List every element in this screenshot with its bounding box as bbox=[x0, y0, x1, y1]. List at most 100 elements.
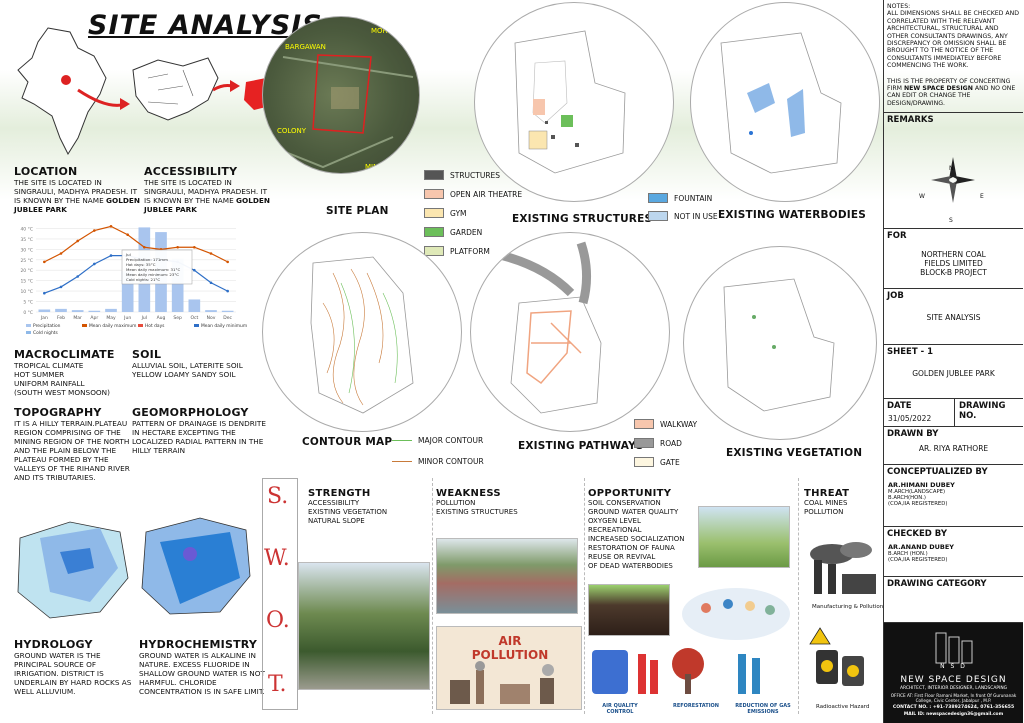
contour-map bbox=[262, 232, 462, 432]
environment-illustration bbox=[592, 648, 760, 694]
legend-item: OPEN AIR THEATRE bbox=[424, 189, 522, 199]
tooltip-line: Precipitation: 171mm bbox=[126, 257, 168, 262]
threat-item: COAL MINES bbox=[804, 499, 848, 507]
opportunity-item: REUSE OR REVIVAL bbox=[588, 553, 656, 561]
topography-text: IT IS A HILLY TERRAIN.PLATEAU REGION COM… bbox=[14, 419, 130, 482]
soil-line: YELLOW LOAMY SANDY SOIL bbox=[132, 370, 236, 379]
x-tick-label: Sep bbox=[173, 315, 182, 321]
weakness-heading: WEAKNESS bbox=[436, 488, 501, 499]
recreation-photo bbox=[698, 506, 790, 568]
legend-item: MINOR CONTOUR bbox=[392, 457, 484, 466]
legend-item: GATE bbox=[634, 457, 680, 467]
drawn-by-box: DRAWN BY AR. RIYA RATHORE bbox=[884, 426, 1023, 464]
precip-bar bbox=[71, 310, 84, 312]
hydro-maps bbox=[17, 517, 251, 619]
temperature-point bbox=[226, 260, 229, 264]
swot-divider bbox=[584, 478, 585, 714]
legend-item: MAJOR CONTOUR bbox=[392, 436, 483, 445]
job-heading: JOB bbox=[887, 291, 904, 301]
x-tick-label: Nov bbox=[207, 315, 216, 321]
radioactive-icon bbox=[809, 627, 864, 686]
garden-structure bbox=[561, 115, 573, 127]
climate-chart: 0 °C5 °C10 °C15 °C20 °C25 °C30 °C35 °C40… bbox=[20, 225, 247, 336]
existing-waterbodies-map bbox=[690, 2, 880, 202]
x-tick-label: Jun bbox=[123, 315, 131, 321]
place-label: MINES bbox=[365, 163, 388, 171]
macroclimate-line: (SOUTH WEST MONSOON) bbox=[14, 388, 110, 397]
precip-bar bbox=[171, 258, 184, 312]
legend-item: STRUCTURES bbox=[424, 170, 500, 180]
strength-heading: STRENGTH bbox=[308, 488, 371, 499]
conceptualized-box: CONCEPTUALIZED BY AR.HIMANI DUBEY M.ARCH… bbox=[884, 464, 1023, 526]
y-tick-label: 40 °C bbox=[20, 226, 33, 232]
temperature-point bbox=[76, 275, 79, 278]
temperature-point bbox=[193, 245, 196, 249]
chart-legend-label: Mean daily maximum bbox=[89, 323, 136, 329]
chart-legend-swatch bbox=[82, 324, 87, 327]
hydrochemistry-section: HYDROCHEMISTRY GROUND WATER IS ALKALINE … bbox=[139, 638, 267, 696]
legend-item: GARDEN bbox=[424, 227, 482, 237]
y-tick-label: 0 °C bbox=[23, 310, 33, 316]
legend-item: FOUNTAIN bbox=[648, 193, 712, 203]
swot-letter: W. bbox=[264, 546, 290, 571]
macroclimate-line: HOT SUMMER bbox=[14, 370, 65, 379]
park-photo bbox=[298, 562, 430, 690]
compass-n: N bbox=[949, 165, 954, 172]
chart-legend-label: Mean daily minimum bbox=[201, 323, 247, 329]
legend-item: NOT IN USE bbox=[648, 211, 718, 221]
legend-label: GARDEN bbox=[450, 227, 483, 237]
x-tick-label: Aug bbox=[157, 315, 166, 321]
soil-heading: SOIL bbox=[132, 348, 162, 361]
swot-letter: O. bbox=[266, 608, 290, 633]
y-tick-label: 30 °C bbox=[20, 247, 33, 253]
temperature-line bbox=[44, 225, 228, 263]
temperature-point bbox=[126, 233, 129, 237]
drawing-no-heading: DRAWING NO. bbox=[959, 401, 1006, 421]
firm-logo-block: N S D NEW SPACE DESIGN ARCHITECT, INTERI… bbox=[884, 622, 1023, 723]
opportunity-item: RESTORATION OF FAUNA bbox=[588, 544, 675, 552]
tooltip-line: Mean daily minimum: 23°C bbox=[126, 272, 179, 277]
contour-map-label: CONTOUR MAP bbox=[302, 436, 393, 448]
swot-divider bbox=[432, 478, 433, 714]
opportunity-caption: REDUCTION OF GAS EMISSIONS bbox=[735, 703, 791, 715]
park-name: GOLDEN JUBLEE PARK bbox=[14, 196, 141, 214]
temperature-point bbox=[209, 252, 213, 255]
temperature-point bbox=[226, 289, 229, 293]
concept-name: AR.HIMANI DUBEY bbox=[888, 481, 955, 489]
chart-legend-swatch bbox=[26, 324, 31, 327]
temperature-point bbox=[209, 281, 213, 285]
x-tick-label: Feb bbox=[57, 315, 65, 321]
theatre-structure bbox=[533, 99, 545, 115]
date-heading: DATE bbox=[887, 401, 912, 411]
compass-s: S bbox=[949, 217, 953, 224]
tooltip-line: Hot days: 35°C bbox=[126, 262, 156, 267]
property-text: THIS IS THE PROPERTY OF CONCERTING FIRM bbox=[887, 77, 1011, 93]
geomorphology-heading: GEOMORPHOLOGY bbox=[132, 406, 249, 419]
temperature-point bbox=[176, 245, 179, 249]
unused-pond bbox=[747, 83, 775, 113]
chart-legend-label: Hot days bbox=[145, 323, 165, 329]
threat-caption: Radioactive Hazard bbox=[816, 704, 870, 710]
chart-legend-label: Cold nights bbox=[33, 330, 58, 336]
opportunity-item: OF DEAD WATERBODIES bbox=[588, 562, 673, 570]
place-label: MORWA bbox=[371, 27, 399, 35]
weakness-section: WEAKNESS POLLUTION EXISTING STRUCTURES bbox=[436, 488, 518, 517]
existing-waterbodies-label: EXISTING WATERBODIES bbox=[718, 209, 866, 221]
firm-name: NEW SPACE DESIGN bbox=[900, 675, 1007, 685]
remarks-box: REMARKS N E S W bbox=[884, 112, 1023, 228]
legend-item: PLATFORM bbox=[424, 246, 490, 256]
firm-name-inline: NEW SPACE DESIGN bbox=[904, 85, 973, 93]
chart-tooltip bbox=[121, 249, 193, 285]
legend-item: ROAD bbox=[634, 438, 682, 448]
x-tick-label: Mar bbox=[73, 315, 82, 321]
temperature-point bbox=[43, 260, 46, 264]
topography-section: TOPOGRAPHY IT IS A HILLY TERRAIN.PLATEAU… bbox=[14, 406, 130, 482]
macroclimate-heading: MACROCLIMATE bbox=[14, 348, 115, 361]
contact-number: CONTACT NO. : +91-7389274624, 0761-35665… bbox=[892, 705, 1015, 710]
india-map bbox=[17, 27, 107, 156]
precip-bar bbox=[188, 299, 201, 312]
precip-bar bbox=[55, 308, 67, 312]
x-tick-label: Dec bbox=[223, 315, 232, 321]
soil-photo bbox=[588, 584, 670, 636]
legend-label: OPEN AIR THEATRE bbox=[450, 189, 523, 199]
